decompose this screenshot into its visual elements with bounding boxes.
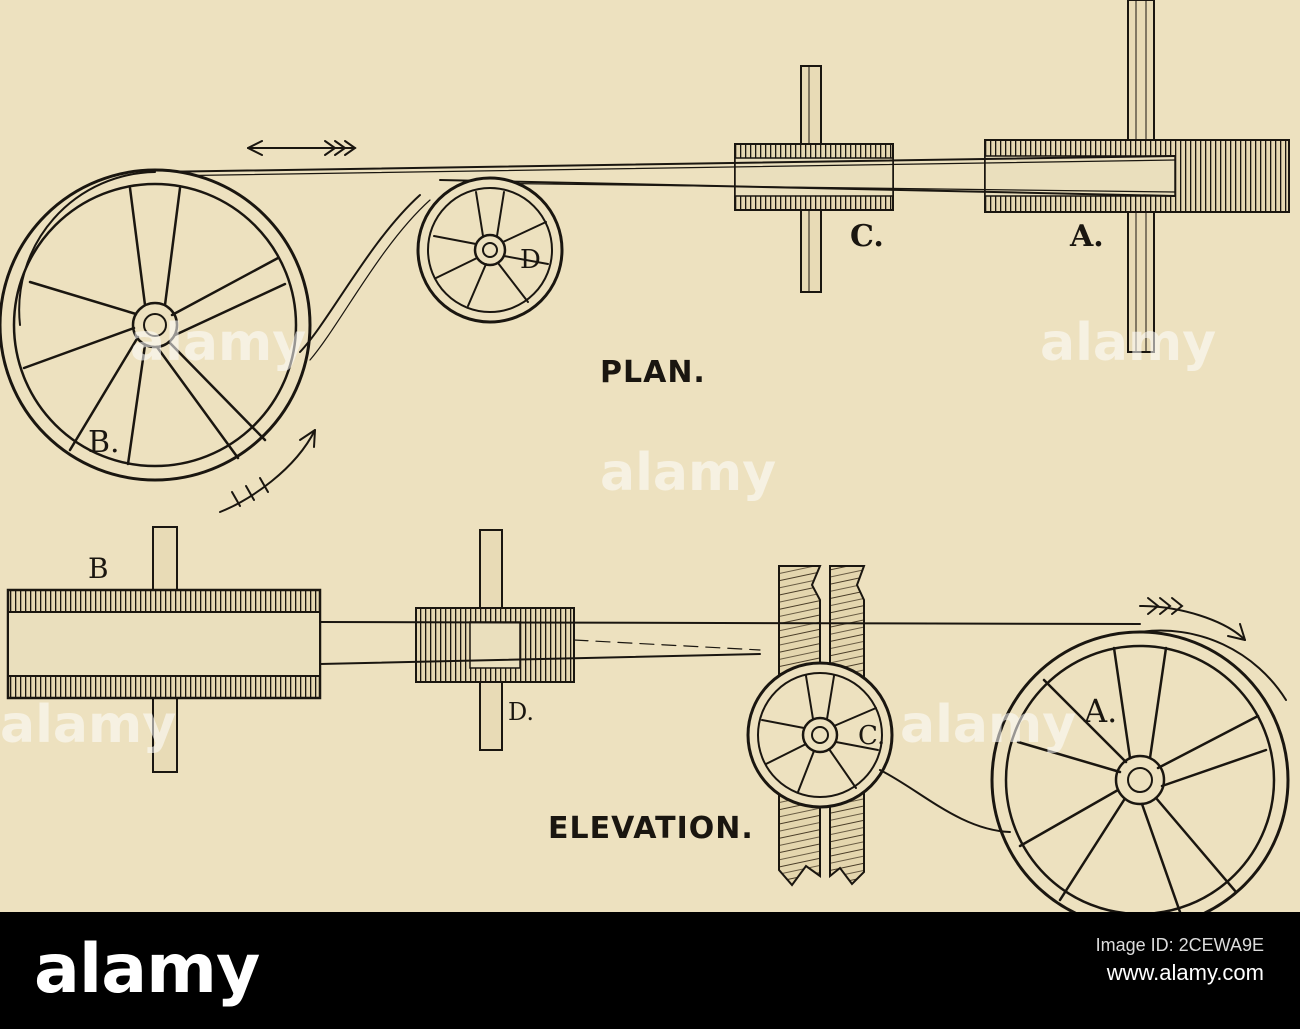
elev-belt-top xyxy=(319,621,1141,625)
plan-belt-top xyxy=(154,155,1176,173)
elev-label-d: D. xyxy=(508,698,534,726)
plan-belt-cross xyxy=(18,171,156,326)
watermark-text: alamy xyxy=(130,313,306,373)
plan-label-d: D xyxy=(520,245,541,275)
elev-label-b: B xyxy=(88,552,109,585)
plan-wheel-d xyxy=(416,176,564,324)
plan-view xyxy=(0,0,1290,513)
site-url[interactable]: www.alamy.com xyxy=(1106,960,1264,985)
plan-label-b: B. xyxy=(88,425,120,460)
plan-label-c: C. xyxy=(850,219,884,254)
elev-wheel-c xyxy=(746,661,894,809)
elev-label-c: C. xyxy=(858,721,885,751)
plan-arrow-curve xyxy=(219,429,316,513)
watermark-text: alamy xyxy=(900,695,1076,755)
plan-arrow-left xyxy=(247,140,357,156)
plan-wheel-b xyxy=(0,168,312,482)
plan-label-a: A. xyxy=(1069,219,1104,254)
elev-label-a: A. xyxy=(1083,692,1117,730)
elev-wheel-a xyxy=(990,630,1290,912)
image-id: Image ID: 2CEWA9E xyxy=(1095,935,1264,955)
watermark: alamy alamy alamy alamy alamy xyxy=(0,313,1216,755)
elevation-caption: ELEVATION. xyxy=(548,811,754,846)
elev-arrow-curve xyxy=(1139,597,1246,641)
plan-caption: PLAN. xyxy=(600,355,706,390)
pulley-belt-engraving: A. B. C. D A. B C. D. PLAN. ELEVATION. a… xyxy=(0,0,1300,912)
alamy-logo[interactable]: alamy xyxy=(34,930,260,1009)
footer-bar: alamy Image ID: 2CEWA9E www.alamy.com xyxy=(0,912,1300,1029)
watermark-text: alamy xyxy=(1040,313,1216,373)
elevation-view xyxy=(6,526,1290,912)
footer-info: Image ID: 2CEWA9E www.alamy.com xyxy=(1096,932,1264,988)
plan-belt-lower xyxy=(439,179,1176,197)
watermark-text: alamy xyxy=(600,443,776,503)
watermark-text: alamy xyxy=(0,695,176,755)
